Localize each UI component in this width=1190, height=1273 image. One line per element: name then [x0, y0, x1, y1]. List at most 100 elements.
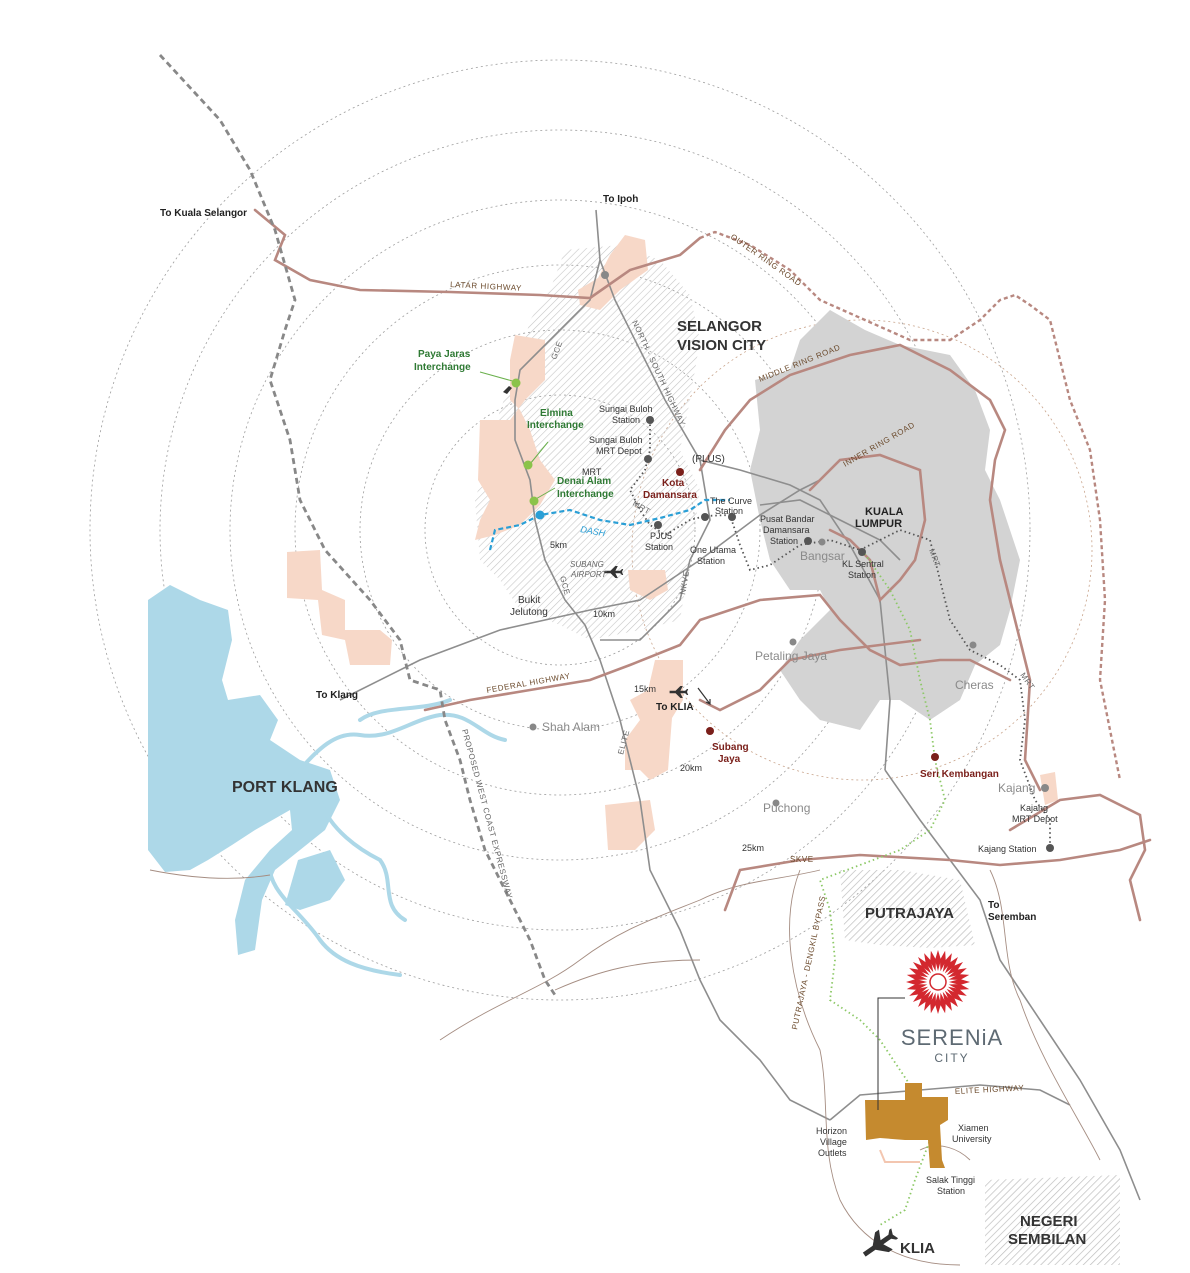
- pusat-bandar-label-3: Station: [770, 536, 798, 546]
- airplane-icon: [862, 1228, 899, 1257]
- skve-road: [723, 838, 1152, 912]
- kuala-lumpur-label-2: LUMPUR: [855, 518, 902, 530]
- logo-petal: [949, 979, 970, 985]
- logo-petal: [942, 991, 952, 1011]
- nkve-road: [600, 459, 711, 641]
- plus-label: (PLUS): [692, 454, 725, 465]
- logo-petal: [909, 968, 929, 978]
- horizon-label-1: Horizon: [816, 1126, 847, 1136]
- to-ipoh-label: To Ipoh: [603, 194, 638, 205]
- gce-road: [514, 209, 601, 626]
- elmina-label-2: Interchange: [527, 420, 584, 431]
- logo-petal: [946, 962, 964, 976]
- to-seremban-label-1: To: [988, 900, 999, 911]
- station-dot-icon: [804, 537, 812, 545]
- west-coast-expressway: [158, 54, 557, 996]
- logo-petal: [944, 956, 958, 974]
- kajang-depot-label-1: Kajang: [1020, 803, 1048, 813]
- subang-jaya-dot: [706, 727, 714, 735]
- paya-jaras-label-1: Paya Jaras: [418, 349, 471, 360]
- sungai-buloh-depot-label-2: MRT Depot: [596, 446, 642, 456]
- serenia-site: [865, 1083, 948, 1168]
- nkve-label: NKVE: [678, 570, 691, 595]
- sungai-buloh-depot-label-1: Sungai Buloh: [589, 435, 643, 445]
- station-dot-icon: [772, 799, 780, 807]
- airplane-icon: [669, 686, 689, 698]
- shah-alam-label: Shah Alam: [542, 720, 600, 734]
- kl-sentral-road: [759, 499, 901, 561]
- putrajaya-hatched-area: [840, 870, 975, 948]
- kajang-label: Kajang: [998, 781, 1035, 795]
- cheras-label: Cheras: [955, 678, 994, 692]
- to-klia-label: To KLIA: [656, 702, 694, 713]
- station-dot-icon: [818, 538, 826, 546]
- petaling-jaya-label: Petaling Jaya: [755, 649, 827, 663]
- outer-ring-road: [699, 230, 1122, 781]
- station-dot-icon: [644, 455, 652, 463]
- logo-petal: [947, 968, 967, 978]
- grey-roads: [339, 209, 1141, 1201]
- horizon-label-2: Village: [820, 1137, 847, 1147]
- station-dot-icon: [646, 416, 654, 424]
- logo-petal: [947, 986, 967, 996]
- selangor-vision-city-label-1: SELANGOR: [677, 318, 762, 335]
- logo-petal: [930, 950, 937, 972]
- logo-name: SERENiA: [901, 1025, 1003, 1050]
- horizon-label-3: Outlets: [818, 1148, 847, 1158]
- kota-damansara-label-1: Kota: [662, 478, 685, 489]
- the-curve-label-2: Station: [715, 506, 743, 516]
- dash-label: DASH: [580, 524, 607, 538]
- pusat-bandar-label-2: Damansara: [763, 525, 810, 535]
- skve-east-road: [1008, 793, 1147, 922]
- kajang-depot-label-2: MRT Depot: [1012, 814, 1058, 824]
- station-dot-icon: [969, 641, 977, 649]
- logo-petal: [935, 950, 941, 971]
- mrt-lines: [628, 420, 1051, 845]
- federal-highway-road: [423, 593, 1012, 712]
- airplane-icon: [604, 566, 624, 578]
- elite-highway-road: [829, 1084, 1071, 1121]
- salak-tinggi-label-2: Station: [937, 1186, 965, 1196]
- to-klang-road: [339, 479, 821, 701]
- logo-petal: [924, 991, 934, 1011]
- logo-petal: [924, 953, 934, 973]
- logo-petal: [909, 986, 929, 996]
- port-klang-water: [148, 585, 345, 955]
- km20-label: 20km: [680, 763, 702, 773]
- elmina-label-1: Elmina: [540, 408, 573, 419]
- west-coast-expressway-label: PROPOSED WEST COAST EXPRESSWAY: [460, 728, 514, 900]
- interchange-leaders: [479, 371, 556, 501]
- logo-petal: [912, 988, 930, 1002]
- subang-airport-label-1: SUBANG: [570, 560, 604, 569]
- kl-sentral-label-2: Station: [848, 570, 876, 580]
- kota-damansara-dot: [676, 468, 684, 476]
- logo-petal: [912, 962, 930, 976]
- ring-30km: [89, 59, 1031, 1001]
- to-kuala-selangor-label: To Kuala Selangor: [160, 208, 247, 219]
- site-bypass-leader: [879, 1149, 920, 1163]
- elite-road: [584, 624, 831, 1121]
- bukit-jelutong-label-1: Bukit: [518, 595, 540, 606]
- logo-petal: [918, 990, 932, 1008]
- station-dot-icon: [654, 521, 662, 529]
- port-klang-label: PORT KLANG: [232, 779, 338, 796]
- station-dot-icon: [1046, 844, 1054, 852]
- selangor-vision-city-label-2: VISION CITY: [677, 337, 766, 354]
- xiamen-label-1: Xiamen: [958, 1123, 989, 1133]
- logo-petal: [906, 974, 928, 981]
- klia-label: KLIA: [900, 1240, 935, 1257]
- rivers: [267, 698, 507, 977]
- outer-ring-road-label: OUTER RING ROAD: [729, 232, 803, 288]
- logo-petal: [948, 974, 970, 981]
- seri-kembangan-dot: [931, 753, 939, 761]
- kuala-lumpur-label-1: KUALA: [865, 506, 904, 518]
- latar-highway-road: [253, 208, 702, 300]
- station-dot-icon: [1041, 784, 1049, 792]
- the-curve-label-1: The Curve: [710, 496, 752, 506]
- north-south-highway-road: [599, 259, 891, 771]
- logo-petal: [918, 956, 932, 974]
- negeri-sembilan-hatched-area: [985, 1175, 1120, 1265]
- putrajaya-label: PUTRAJAYA: [865, 905, 954, 922]
- middle-ring-road: [698, 343, 1042, 792]
